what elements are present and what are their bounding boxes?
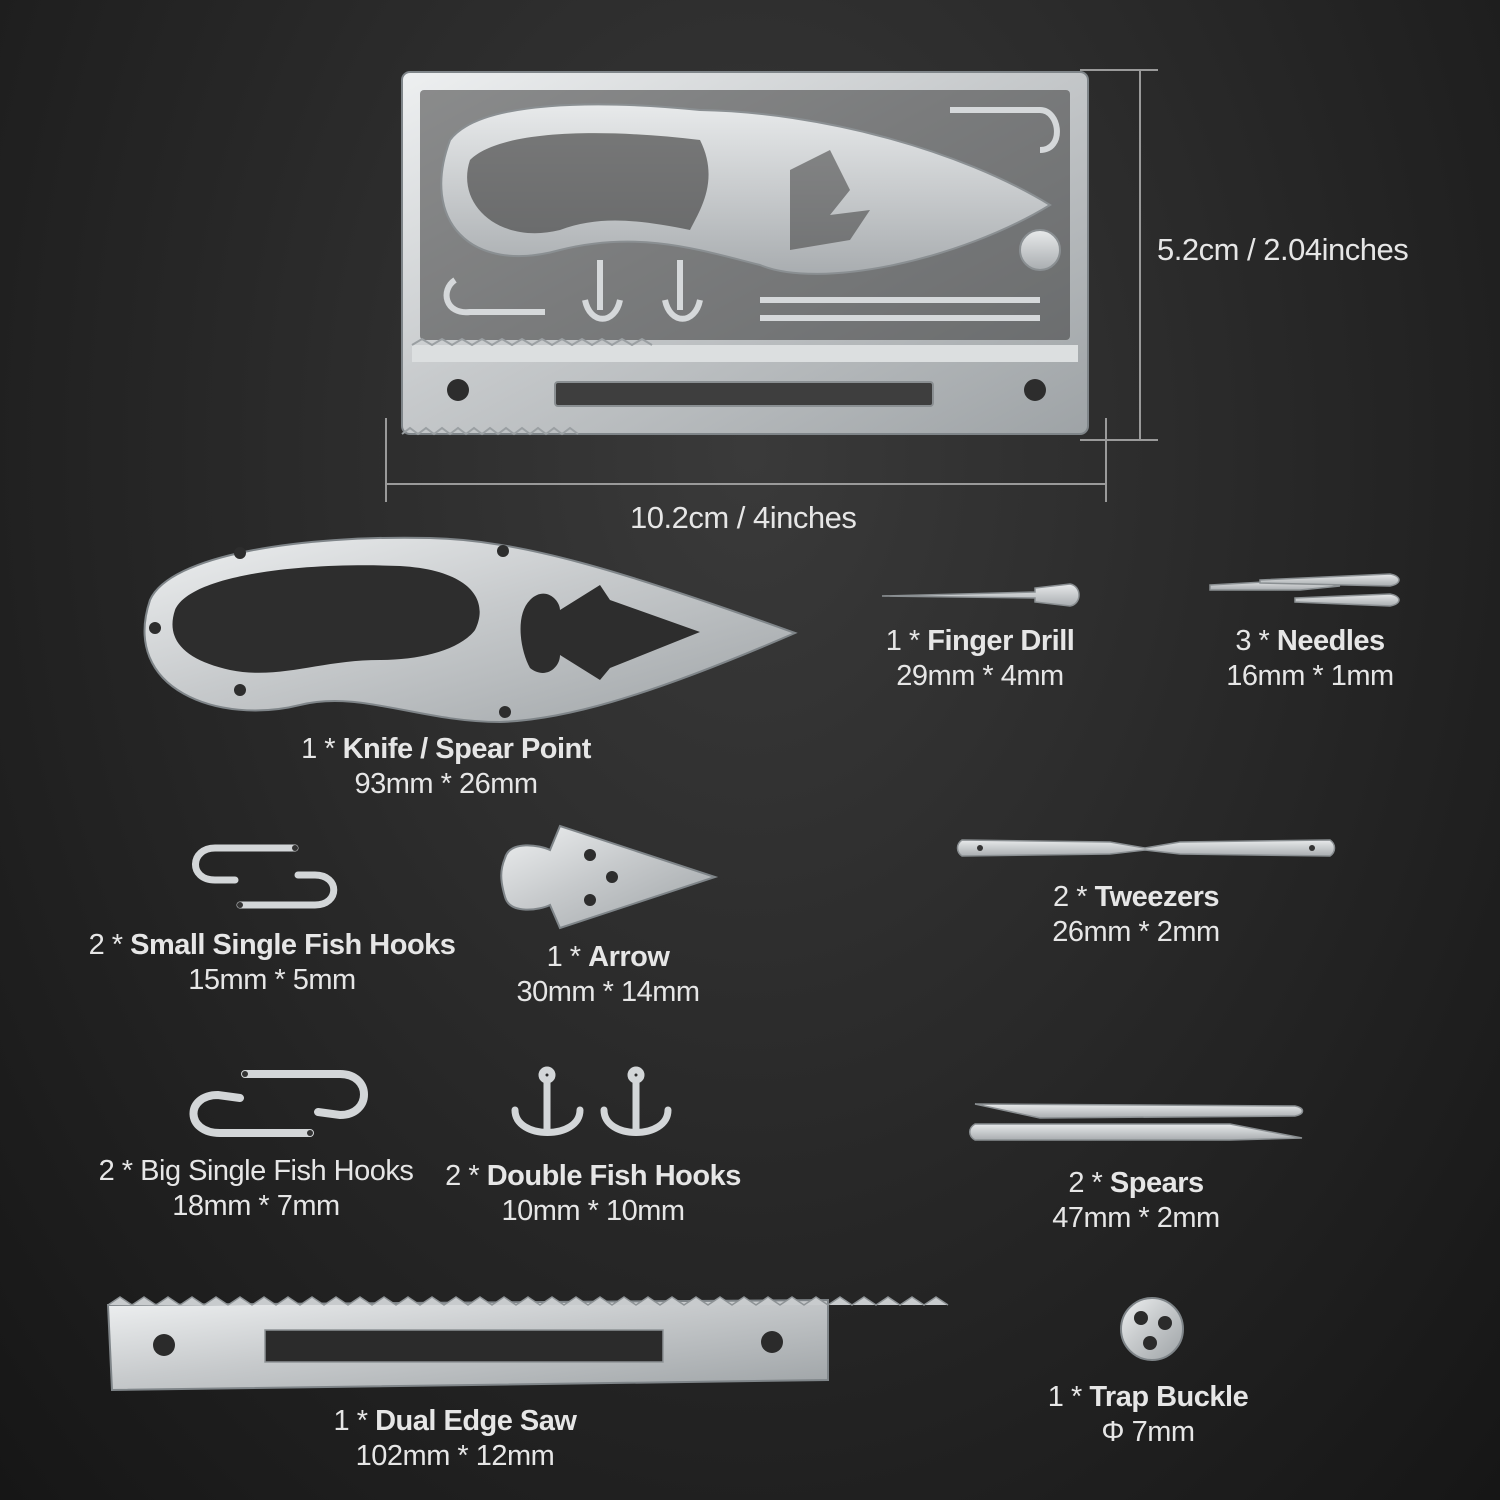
dimensions: 47mm * 2mm (1052, 1202, 1220, 1234)
dimensions: 18mm * 7mm (172, 1190, 340, 1222)
qty: 1 * (546, 941, 581, 973)
label-trap-buckle: 1 * Trap Buckle Φ 7mm (1018, 1380, 1278, 1450)
name: Arrow (588, 941, 670, 973)
label-dual-edge-saw: 1 * Dual Edge Saw 102mm * 12mm (305, 1404, 605, 1474)
trap-buckle-illustration (1120, 1297, 1184, 1361)
tweezers-illustration (956, 839, 1336, 857)
label-small-single-fish-hooks: 2 * Small Single Fish Hooks 15mm * 5mm (82, 928, 462, 998)
dimensions: 16mm * 1mm (1226, 660, 1394, 692)
dimension-lines (385, 69, 1158, 502)
finger-drill-illustration (881, 583, 1080, 607)
knife-spear-illustration (143, 536, 798, 724)
name: Knife / Spear Point (342, 733, 592, 765)
label-double-fish-hooks: 2 * Double Fish Hooks 10mm * 10mm (433, 1159, 753, 1229)
double-hooks-illustration (511, 1066, 672, 1136)
qty: 2 * (1068, 1167, 1103, 1199)
qty: 2 * (98, 1155, 133, 1187)
name: Big Single Fish Hooks (140, 1155, 414, 1187)
card-height-label: 5.2cm / 2.04inches (1157, 232, 1409, 267)
qty: 2 * (88, 929, 123, 961)
qty: 1 * (301, 733, 336, 765)
dimensions: 93mm * 26mm (354, 768, 538, 800)
label-big-single-fish-hooks: 2 * Big Single Fish Hooks 18mm * 7mm (86, 1154, 426, 1224)
name: Trap Buckle (1089, 1381, 1249, 1413)
label-tweezers: 2 * Tweezers 26mm * 2mm (1006, 880, 1266, 950)
name: Dual Edge Saw (375, 1405, 577, 1437)
dimensions: 10mm * 10mm (501, 1195, 685, 1227)
qty: 2 * (445, 1160, 480, 1192)
qty: 3 * (1235, 625, 1270, 657)
label-spears: 2 * Spears 47mm * 2mm (1006, 1166, 1266, 1236)
dual-edge-saw-illustration (106, 1296, 949, 1392)
dimensions: 15mm * 5mm (188, 964, 356, 996)
qty: 1 * (333, 1405, 368, 1437)
spears-illustration (969, 1103, 1304, 1141)
name: Spears (1109, 1167, 1204, 1199)
survival-card (401, 71, 1089, 436)
dimensions: 26mm * 2mm (1052, 916, 1220, 948)
name: Tweezers (1094, 881, 1220, 913)
name: Small Single Fish Hooks (130, 929, 456, 961)
label-knife-spear-point: 1 * Knife / Spear Point 93mm * 26mm (246, 732, 646, 802)
name: Needles (1276, 625, 1385, 657)
qty: 1 * (885, 625, 920, 657)
big-hooks-illustration (189, 1070, 368, 1137)
name: Double Fish Hooks (486, 1160, 742, 1192)
label-arrow: 1 * Arrow 30mm * 14mm (478, 940, 738, 1010)
dimensions: 30mm * 14mm (516, 976, 700, 1008)
dimensions: 29mm * 4mm (896, 660, 1064, 692)
dimensions: Φ 7mm (1101, 1416, 1195, 1448)
label-needles: 3 * Needles 16mm * 1mm (1180, 624, 1440, 694)
card-width-label: 10.2cm / 4inches (630, 500, 857, 535)
label-finger-drill: 1 * Finger Drill 29mm * 4mm (830, 624, 1130, 694)
qty: 1 * (1047, 1381, 1082, 1413)
arrow-illustration (500, 824, 719, 930)
small-hooks-illustration (192, 844, 338, 909)
dimensions: 102mm * 12mm (355, 1440, 555, 1472)
qty: 2 * (1053, 881, 1087, 913)
name: Finger Drill (927, 625, 1075, 657)
needles-illustration (1209, 573, 1400, 607)
